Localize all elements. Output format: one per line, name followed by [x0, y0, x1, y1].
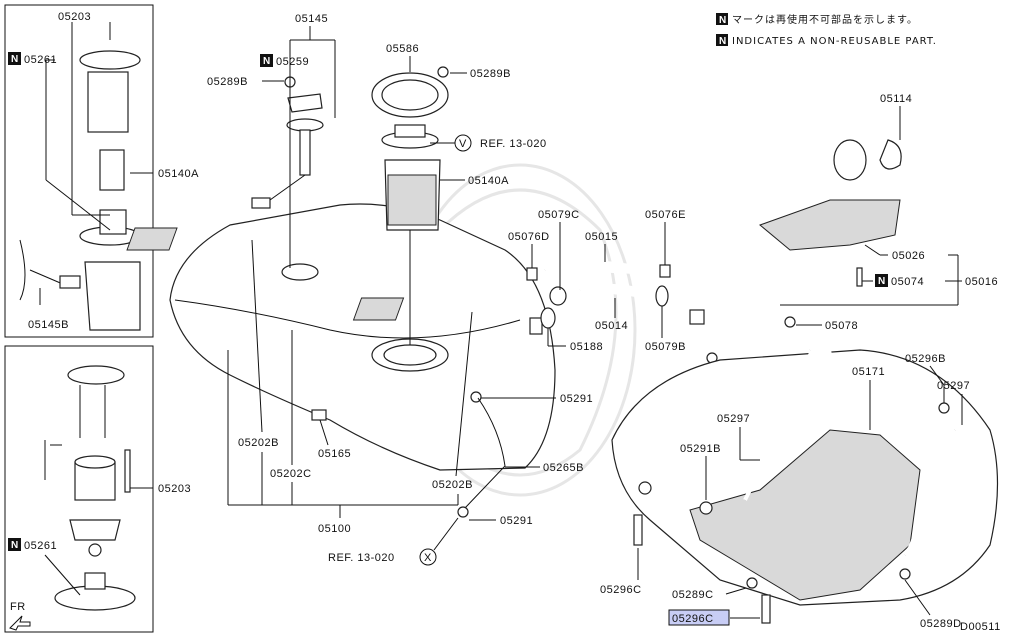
- leader-line: [864, 244, 881, 256]
- label-05171: 05171: [852, 366, 885, 378]
- fuel-pump-exploded-lower: [44, 365, 153, 611]
- label-05265b: 05265B: [543, 462, 584, 474]
- label-05296c-left: 05296C: [600, 584, 642, 596]
- clamp-05291: [457, 506, 469, 518]
- label-05259: 05259: [276, 56, 309, 68]
- badge-letter: N: [11, 540, 18, 551]
- label-fr: FR: [10, 601, 26, 613]
- inset-box-lower: [4, 345, 154, 633]
- non-reusable-badge: [260, 54, 273, 67]
- label-05296c-highlighted[interactable]: 05296C: [672, 613, 714, 625]
- label-05297-left: 05297: [717, 413, 750, 425]
- ref-letter-v: V: [459, 138, 467, 150]
- inset-box-upper: [4, 4, 154, 338]
- label-05014: 05014: [595, 320, 628, 332]
- leader-line: [455, 311, 473, 477]
- legend: N マークは再使用不可部品を示します。 N INDICATES A NON-RE…: [716, 13, 937, 47]
- badge-letter: N: [719, 36, 726, 47]
- diagram-code: D00511: [960, 621, 1001, 633]
- label-05074: 05074: [891, 276, 924, 288]
- tank-protector-and-straps: [611, 342, 999, 624]
- label-05079b: 05079B: [645, 341, 686, 353]
- label-05076d: 05076D: [508, 231, 550, 243]
- label-05202c: 05202C: [270, 468, 312, 480]
- label-ref-13-020-v: REF. 13-020: [480, 138, 547, 150]
- label-05289c: 05289C: [672, 589, 714, 601]
- badge-letter: N: [263, 56, 270, 67]
- label-05203-lower: 05203: [158, 483, 191, 495]
- non-reusable-badge: [8, 538, 21, 551]
- label-05291b: 05291B: [680, 443, 721, 455]
- non-reusable-badge: [8, 52, 21, 65]
- label-05296b: 05296B: [905, 353, 946, 365]
- non-reusable-badge: [875, 274, 888, 287]
- non-reusable-badge: [716, 34, 728, 46]
- breather-hose: [464, 397, 506, 509]
- label-05140a-mid: 05140A: [468, 175, 509, 187]
- label-05203-upper: 05203: [58, 11, 91, 23]
- leader-line: [929, 365, 945, 386]
- label-05289b-left: 05289B: [207, 76, 248, 88]
- legend-text-jp: マークは再使用不可部品を示します。: [732, 13, 918, 26]
- label-05188: 05188: [570, 341, 603, 353]
- ref-letter-x: X: [424, 552, 432, 564]
- ref-circle-x: [419, 548, 437, 566]
- leader-line: [433, 517, 459, 551]
- leader-line: [319, 419, 329, 446]
- label-05140a-left: 05140A: [158, 168, 199, 180]
- badge-letter: N: [878, 276, 885, 287]
- pump-module-mid: [371, 66, 449, 231]
- non-reusable-badge: [716, 13, 728, 25]
- label-05076e: 05076E: [645, 209, 686, 221]
- label-05291-lower: 05291: [500, 515, 533, 527]
- fuel-tank: [126, 203, 556, 471]
- pad-05165: [311, 409, 327, 421]
- filler-neck: [689, 139, 902, 325]
- label-05297-right: 05297: [937, 380, 970, 392]
- label-05202b-left: 05202B: [238, 437, 279, 449]
- label-05016: 05016: [965, 276, 998, 288]
- label-05015: 05015: [585, 231, 618, 243]
- label-05165: 05165: [318, 448, 351, 460]
- label-05079c: 05079C: [538, 209, 580, 221]
- filler-hoses: [526, 260, 671, 329]
- label-05261-lower: 05261: [24, 540, 57, 552]
- badge-letter: N: [719, 15, 726, 26]
- label-05289d: 05289D: [920, 618, 962, 630]
- legend-text-en: INDICATES A NON-REUSABLE PART.: [732, 36, 937, 47]
- label-05100: 05100: [318, 523, 351, 535]
- label-05289b-right: 05289B: [470, 68, 511, 80]
- label-05078-right: 05078: [825, 320, 858, 332]
- fuel-pump-module-upper: [19, 22, 153, 331]
- label-05261-upper: 05261: [24, 54, 57, 66]
- bolt-05078: [784, 316, 796, 328]
- front-arrow-icon: [9, 615, 31, 631]
- label-ref-13-020-x: REF. 13-020: [328, 552, 395, 564]
- leader-line: [725, 587, 747, 595]
- label-05114: 05114: [880, 93, 912, 105]
- label-05586: 05586: [386, 43, 419, 55]
- fuel-sender-05145: [251, 76, 324, 209]
- clip-05074: [856, 267, 863, 287]
- label-05145: 05145: [295, 13, 328, 25]
- leader-line: [904, 579, 931, 616]
- label-05202b-right: 05202B: [432, 479, 473, 491]
- highlighted-part-box[interactable]: [668, 609, 730, 626]
- label-05026: 05026: [892, 250, 925, 262]
- badge-letter: N: [11, 54, 18, 65]
- label-05291-upper: 05291: [560, 393, 593, 405]
- label-05145b: 05145B: [28, 319, 69, 331]
- leader-line: [251, 239, 263, 433]
